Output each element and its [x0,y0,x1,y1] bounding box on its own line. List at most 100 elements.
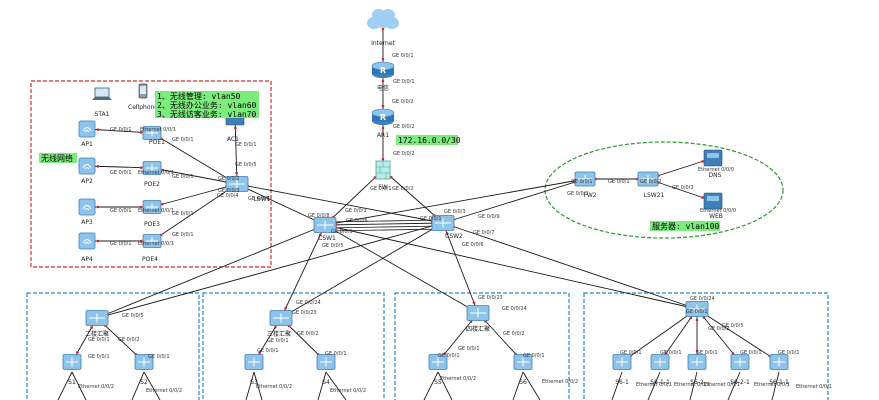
poe2-switch-icon [142,161,162,175]
port-label: GE 0/0/6 [346,218,368,224]
lsw21-switch-icon [637,171,659,187]
phone-screen [140,86,146,94]
port-dot [139,166,143,169]
port-label: Ethernet 0/0/2 [542,379,578,385]
agg3-aggregation-switch-icon [466,305,490,321]
port-dot [381,79,385,83]
s6-label: S6 [519,379,527,386]
agg2-aggregation-switch-icon [269,310,293,326]
fw2-firewall-icon [574,171,596,187]
fw-bricks [376,161,390,179]
s61-access-switch-icon [612,354,632,370]
s6-3-label: S6-1-1 [769,379,789,386]
ap3-access-point-icon [78,198,96,216]
lsw1-switch-icon-arrows [229,179,245,189]
link-lsw1-csw1 [236,183,326,226]
port-label: GE 0/0/5 [322,243,344,249]
s3-label: S3 [250,379,258,386]
port-label: GE 0/0/1 [148,354,170,360]
port-label: GE 0/0/1 [571,179,593,185]
port-label: GE 0/0/24 [690,296,715,302]
web-server-icon [703,192,723,210]
port-dot [701,196,704,199]
port-label: GE 0/0/1 [110,127,132,133]
s621-access-switch-icon [730,354,750,370]
port-label: GE 0/0/3 [218,188,240,194]
link-access-down-9 [437,371,453,400]
link-access-down-10 [512,371,524,400]
port-label: Ethernet 0/0/2 [330,388,366,394]
port-label: Ethernet 0/0/0 [700,208,736,214]
port-label: GE 0/0/1 [740,350,762,356]
wireless-vlan-note-line: 3、无线访客业务: vlan70 [157,109,257,119]
isp-router-icon: R [371,61,395,78]
link-access-down-13 [647,371,661,400]
port-label: Ethernet 0/0/1 [140,127,176,133]
port-dot [139,131,143,134]
wireless-area-tag: 无线网络 [41,153,73,163]
port-dot [161,202,164,206]
server-area-tag: 服务器: vlan100 [652,221,720,231]
server-area-tag-bg [650,221,720,231]
csw2-label: CSW2 [445,233,463,240]
floor2-agg-label: 二楼汇聚 [85,330,109,338]
port-dot [381,157,385,161]
s1-label: S1 [68,379,76,386]
wireless-vlan-note-line: 1、无线管理: vlan50 [157,91,241,101]
link-access-down-2 [131,371,145,400]
s63-access-switch-icon-arrows [773,357,785,367]
ap4-access-point-icon [78,232,96,250]
port-dot [284,306,288,310]
port-dot [96,239,100,243]
link-csw-bundle-2 [324,228,444,232]
port-label: GE 0/0/1 [392,53,414,59]
port-label: GE 0/0/1 [686,309,708,315]
poe3-switch-icon [142,200,162,214]
csw1-core-switch-icon [313,217,337,233]
port-label: Ethernet 0/0/1 [704,382,740,388]
port-dot [258,351,262,354]
agg2-aggregation-switch-icon-arrows [273,313,289,323]
cloud-puff [381,9,395,21]
port-label: Ethernet 0/0/1 [138,208,174,214]
port-label: GE 0/0/1 [110,170,132,176]
link-poe4-lsw1 [151,183,238,242]
fw-firewall-icon [375,160,391,180]
port-label: GE 0/0/1 [620,350,642,356]
s621-label: S6-2-1 [730,379,750,386]
port-label: GE 0/0/4 [217,193,239,199]
floor-area-box-1 [26,292,200,400]
sta1-laptop-icon [92,87,112,100]
wireless-vlan-note-line: 2、无线办公业务: vlan60 [157,100,257,110]
port-dot [318,233,322,237]
link-csw1-agg1 [96,224,326,319]
port-label: GE 0/0/1 [458,346,480,352]
ap3-access-point-icon-body [78,198,96,216]
link-poe1-lsw1 [151,132,238,185]
link-csw1-fw2 [324,178,586,226]
ar1-router-icon-top [371,108,395,118]
port-dot [381,126,385,130]
s6-access-switch-icon-arrows [517,357,529,367]
port-label: GE 0/0/1 [257,348,279,354]
port-dot [235,171,238,175]
ap2-label: AP2 [81,178,93,185]
port-dot [76,351,79,354]
ar-subnet-note: 172.16.0.0/30 [398,136,461,145]
port-label: Ethernet 0/0/1 [636,382,672,388]
port-label: GE 0/0/1 [235,142,257,148]
s2-access-switch-icon [134,354,154,370]
ap4-access-point-icon-body [78,232,96,250]
port-label: GE 0/0/1 [325,351,347,357]
port-label: GE 0/0/1 [660,350,682,356]
lsw1-label: LSW1 [254,196,271,203]
link-csw1-agg3 [324,224,479,314]
ap4-access-point-icon-waves [82,239,92,245]
port-label: GE 0/0/1 [778,350,800,356]
ap1-access-point-icon-body [78,120,96,138]
s4-label: S4 [322,379,330,386]
poe2-switch-icon-arrows [146,164,158,172]
floor3-agg-label: 三楼汇聚 [267,330,291,338]
